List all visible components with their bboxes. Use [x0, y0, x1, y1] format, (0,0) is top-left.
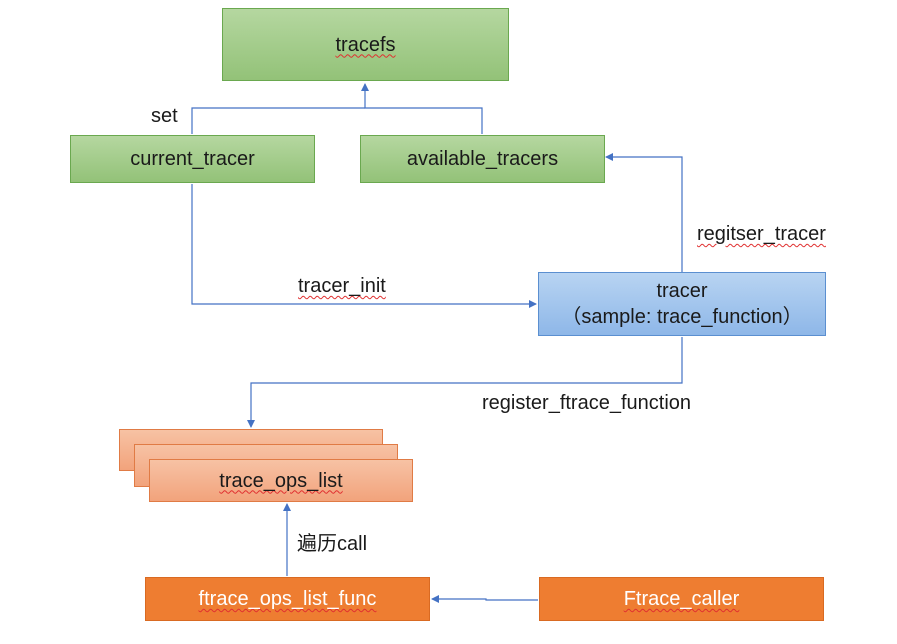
- register-tracer-label: regitser_tracer: [697, 223, 826, 245]
- edge-caller-to-list-func: [431, 595, 538, 603]
- trace-ops-list-label: trace_ops_list: [219, 469, 343, 492]
- ftrace-caller-node: Ftrace_caller: [539, 577, 824, 621]
- traverse-call-label: 遍历call: [297, 533, 368, 555]
- edge-available-to-tracefs: [361, 83, 483, 134]
- trace-ops-list-node: trace_ops_list: [149, 459, 413, 502]
- available-tracers-node: available_tracers: [360, 135, 605, 183]
- tracer-title: tracer: [656, 280, 708, 302]
- current-tracer-label: current_tracer: [130, 148, 255, 170]
- tracefs-node: tracefs: [222, 8, 509, 81]
- current-tracer-node: current_tracer: [70, 135, 315, 183]
- edge-register-ftrace-function: [247, 337, 683, 428]
- tracer-node: tracer （sample: trace_function）: [538, 272, 826, 336]
- tracer-init-label: tracer_init: [298, 275, 386, 297]
- register-ftrace-function-label: register_ftrace_function: [482, 392, 692, 414]
- set-label: set: [151, 105, 178, 127]
- tracer-sample: （sample: trace_function）: [561, 306, 803, 328]
- edge-register-tracer: [605, 153, 683, 272]
- ftrace-ops-list-func-node: ftrace_ops_list_func: [145, 577, 430, 621]
- edge-tracer-init: [191, 184, 537, 308]
- available-tracers-label: available_tracers: [406, 148, 559, 170]
- edge-current-to-tracefs: [191, 107, 365, 134]
- ftrace-caller-label: Ftrace_caller: [623, 588, 740, 610]
- ftrace-ops-list-func-label: ftrace_ops_list_func: [198, 588, 377, 610]
- tracefs-label: tracefs: [335, 33, 396, 56]
